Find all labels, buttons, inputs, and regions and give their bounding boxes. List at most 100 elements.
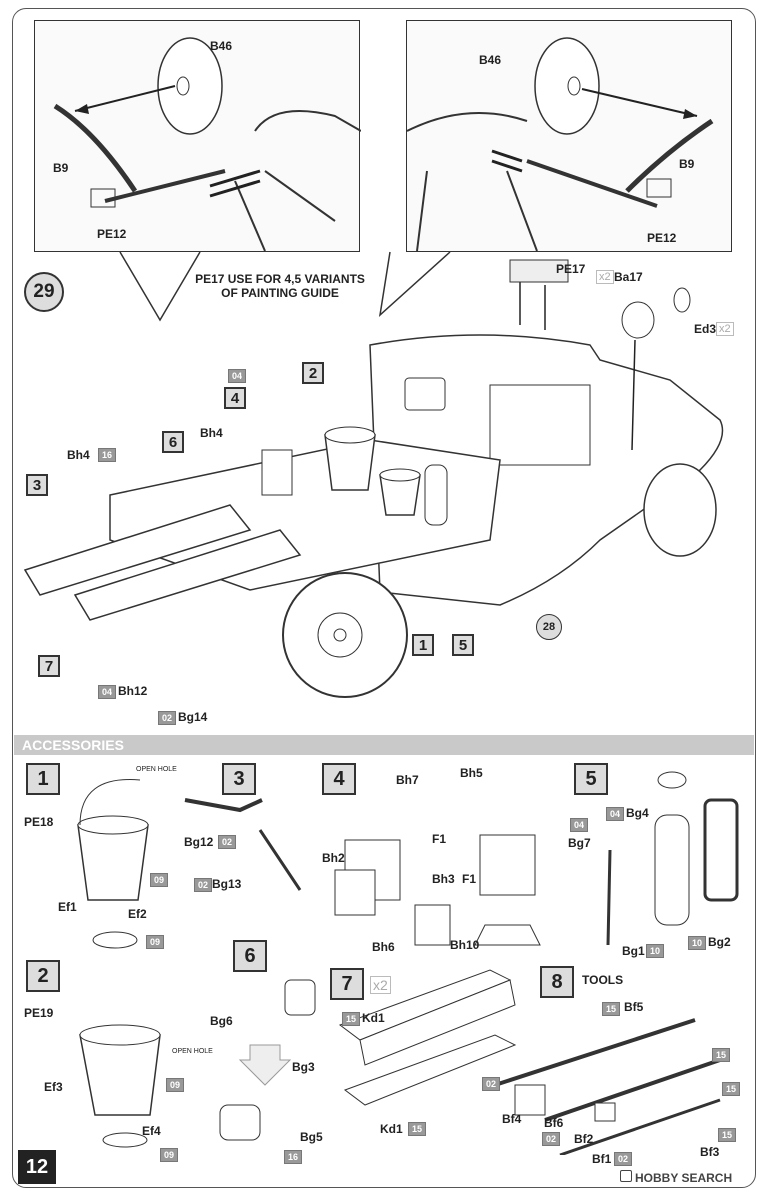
acc-ef3: Ef3 xyxy=(44,1080,63,1094)
acc-bf3: Bf3 xyxy=(700,1145,720,1159)
acc-bf5: Bf5 xyxy=(624,1000,644,1014)
acc-bg4: Bg4 xyxy=(626,806,649,820)
acc-pe19: PE19 xyxy=(24,1006,54,1020)
tag-15-bf3: 15 xyxy=(718,1128,737,1142)
callout-box-2: 2 xyxy=(302,362,324,384)
tag-09-ef1: 09 xyxy=(150,873,169,887)
acc-bg5: Bg5 xyxy=(300,1130,323,1144)
tag-10-bg1: 10 xyxy=(646,944,665,958)
callout-box-1: 1 xyxy=(412,634,434,656)
tag-09-ef4: 09 xyxy=(160,1148,179,1162)
acc-step-4: 4 xyxy=(322,763,356,795)
inset-left-drawing xyxy=(53,37,362,252)
callout-box-5: 5 xyxy=(452,634,474,656)
inset-right-pe12: PE12 xyxy=(647,231,677,245)
callout-box-6: 6 xyxy=(162,431,184,453)
tag-04-bh12: 04 xyxy=(98,685,117,699)
acc-kd1-a: Kd1 xyxy=(362,1011,385,1025)
acc-f1-b: F1 xyxy=(462,872,477,886)
inset-left-b46: B46 xyxy=(210,39,233,53)
watermark: HOBBY SEARCH xyxy=(620,1170,732,1185)
acc-step-3: 3 xyxy=(222,763,256,795)
x2-badge-ed3: x2 xyxy=(716,322,734,336)
acc-step-8: 8 xyxy=(540,966,574,998)
tag-02-bf1: 02 xyxy=(614,1152,633,1166)
acc-bf4: Bf4 xyxy=(502,1112,522,1126)
acc-step-5: 5 xyxy=(574,763,608,795)
acc-bg6: Bg6 xyxy=(210,1014,233,1028)
acc-bf1: Bf1 xyxy=(592,1152,612,1166)
acc-bh7: Bh7 xyxy=(396,773,419,787)
tag-10-bg2: 10 xyxy=(688,936,707,950)
acc-ef1: Ef1 xyxy=(58,900,77,914)
step-29-badge: 29 xyxy=(24,272,64,312)
pe17-note: PE17 USE FOR 4,5 VARIANTS OF PAINTING GU… xyxy=(190,272,370,300)
inset-left-pe12: PE12 xyxy=(97,227,127,241)
part-bh4-b: Bh4 xyxy=(67,448,90,462)
acc-bg7: Bg7 xyxy=(568,836,591,850)
acc-bh6: Bh6 xyxy=(372,940,395,954)
inset-right: B46 B9 PE12 xyxy=(406,20,732,252)
inset-right-b9: B9 xyxy=(679,157,695,171)
acc-step-1: 1 xyxy=(26,763,60,795)
acc-bg13: Bg13 xyxy=(212,877,242,891)
tag-02-bg14: 02 xyxy=(158,711,177,725)
part-bg14: Bg14 xyxy=(178,710,208,724)
acc-ef2: Ef2 xyxy=(128,907,147,921)
tag-04-bg4: 04 xyxy=(606,807,625,821)
acc-kd1-b: Kd1 xyxy=(380,1122,403,1136)
accessories-title: ACCESSORIES xyxy=(22,737,124,753)
inset-right-b46: B46 xyxy=(479,53,502,67)
inset-left: B46 B9 PE12 xyxy=(34,20,362,252)
acc-bg2: Bg2 xyxy=(708,935,731,949)
tag-04-main: 04 xyxy=(228,369,247,383)
acc-ef4: Ef4 xyxy=(142,1124,161,1138)
step-28-label: 28 xyxy=(542,621,556,633)
callout-pointers xyxy=(119,251,451,322)
acc-bf2: Bf2 xyxy=(574,1132,594,1146)
part-pe17: PE17 xyxy=(556,262,586,276)
tag-16-bg: 16 xyxy=(284,1150,303,1164)
watermark-text: HOBBY SEARCH xyxy=(635,1171,733,1185)
tag-15-kd1-a: 15 xyxy=(342,1012,361,1026)
tag-16-main: 16 xyxy=(98,448,117,462)
tag-09-ef2: 09 xyxy=(146,935,165,949)
x2-badge-kd1: x2 xyxy=(370,976,391,994)
open-hole-2: OPEN HOLE xyxy=(172,1048,213,1055)
part-bh12: Bh12 xyxy=(118,684,148,698)
acc-bg3: Bg3 xyxy=(292,1060,315,1074)
tag-09-ef3: 09 xyxy=(166,1078,185,1092)
callout-box-4: 4 xyxy=(224,387,246,409)
main-vehicle-drawing xyxy=(23,259,724,698)
acc-pe18: PE18 xyxy=(24,815,54,829)
callout-box-3: 3 xyxy=(26,474,48,496)
part-bh4-a: Bh4 xyxy=(200,426,223,440)
tag-15-bf5: 15 xyxy=(602,1002,621,1016)
pe17-note-text: PE17 USE FOR 4,5 VARIANTS OF PAINTING GU… xyxy=(195,272,365,300)
tag-02-bg13: 02 xyxy=(194,878,213,892)
acc-f1-a: F1 xyxy=(432,832,447,846)
tag-15-tool-a: 15 xyxy=(712,1048,731,1062)
accessories-header: ACCESSORIES xyxy=(14,735,754,755)
tag-02-bf4: 02 xyxy=(482,1077,501,1091)
watermark-logo-icon xyxy=(620,1170,632,1182)
tag-15-kd1-b: 15 xyxy=(408,1122,427,1136)
inset-left-b9: B9 xyxy=(53,161,69,175)
inset-right-drawing xyxy=(406,37,714,252)
callout-box-7: 7 xyxy=(38,655,60,677)
acc-step-7: 7 xyxy=(330,968,364,1000)
tag-02-bg12: 02 xyxy=(218,835,237,849)
x2-badge-ba17: x2 xyxy=(596,270,614,284)
page-number: 12 xyxy=(18,1150,56,1184)
part-ba17: Ba17 xyxy=(614,270,643,284)
accessories-drawing xyxy=(77,771,739,1155)
step-28-ref: 28 xyxy=(536,614,562,640)
acc-bh10: Bh10 xyxy=(450,938,480,952)
acc-bh5: Bh5 xyxy=(460,766,483,780)
acc-bf6: Bf6 xyxy=(544,1116,564,1130)
part-ed3: Ed3 xyxy=(694,322,717,336)
tag-04-bg7: 04 xyxy=(570,818,589,832)
tag-15-tool-b: 15 xyxy=(722,1082,741,1096)
acc-bh2: Bh2 xyxy=(322,851,345,865)
acc-step-6: 6 xyxy=(233,940,267,972)
